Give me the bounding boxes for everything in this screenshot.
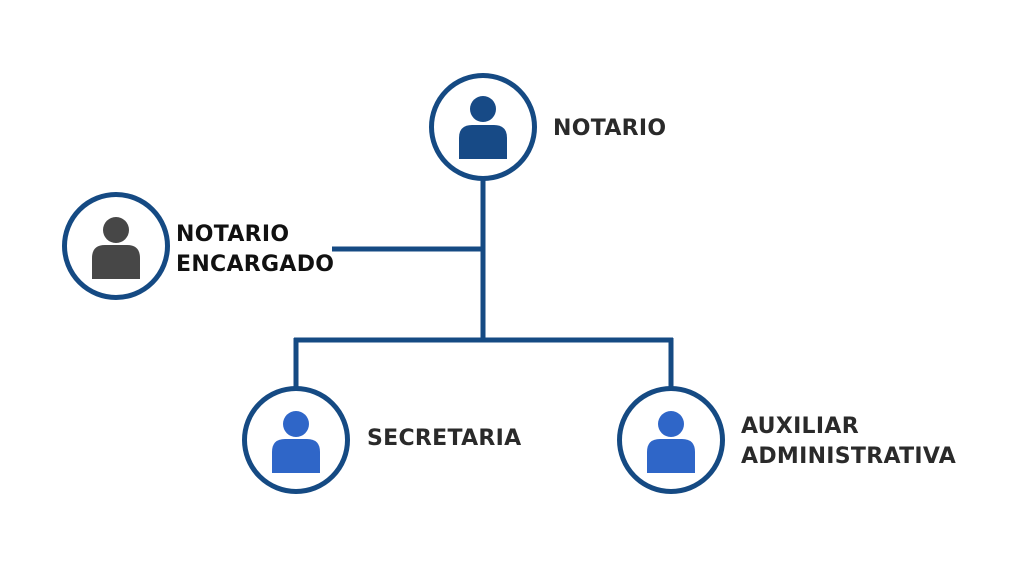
- label-notario-encargado-line1: NOTARIO: [176, 222, 290, 247]
- person-icon: [92, 217, 140, 279]
- label-notario-encargado: NOTARIO ENCARGADO: [176, 220, 334, 280]
- node-notario-encargado: [62, 192, 170, 300]
- label-auxiliar-line1: AUXILIAR: [741, 414, 859, 439]
- label-notario-encargado-line2: ENCARGADO: [176, 252, 335, 277]
- label-notario: NOTARIO: [553, 114, 666, 144]
- node-secretaria: [242, 386, 350, 494]
- label-secretaria: SECRETARIA: [367, 424, 521, 454]
- label-notario-text: NOTARIO: [553, 116, 667, 141]
- node-auxiliar: [617, 386, 725, 494]
- node-notario: [429, 73, 537, 181]
- label-auxiliar-line2: ADMINISTRATIVA: [741, 444, 957, 469]
- label-auxiliar: AUXILIAR ADMINISTRATIVA: [741, 412, 956, 472]
- person-icon: [272, 411, 320, 473]
- person-icon: [459, 96, 507, 159]
- label-secretaria-text: SECRETARIA: [367, 426, 522, 451]
- person-icon: [647, 411, 695, 473]
